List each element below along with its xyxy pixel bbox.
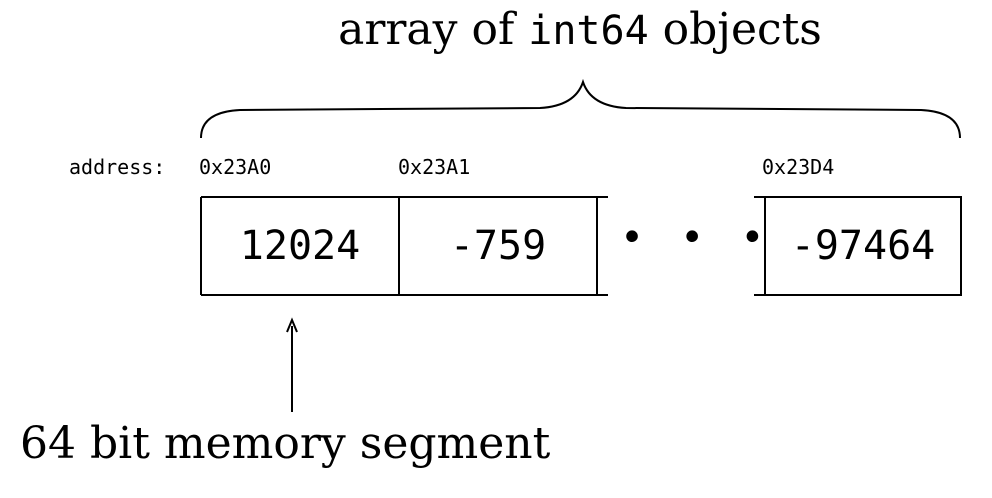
title-suffix: objects [648, 4, 822, 55]
address-second: 0x23A1 [398, 155, 471, 179]
caption: 64 bit memory segment [20, 418, 551, 469]
curly-brace [200, 78, 961, 139]
title-prefix: array of [338, 4, 529, 55]
address-first: 0x23A0 [199, 155, 272, 179]
address-label: address: [69, 155, 166, 179]
title-type-name: int64 [528, 8, 649, 54]
cell-value-first: 12024 [239, 223, 361, 269]
cell-value-last: -97464 [790, 223, 936, 269]
ellipsis: • • • [620, 215, 771, 261]
diagram-title: array of int64 objects [0, 4, 992, 55]
pointer-arrow-head [286, 317, 298, 333]
address-last: 0x23D4 [762, 155, 835, 179]
cell-value-second: -759 [449, 223, 547, 269]
